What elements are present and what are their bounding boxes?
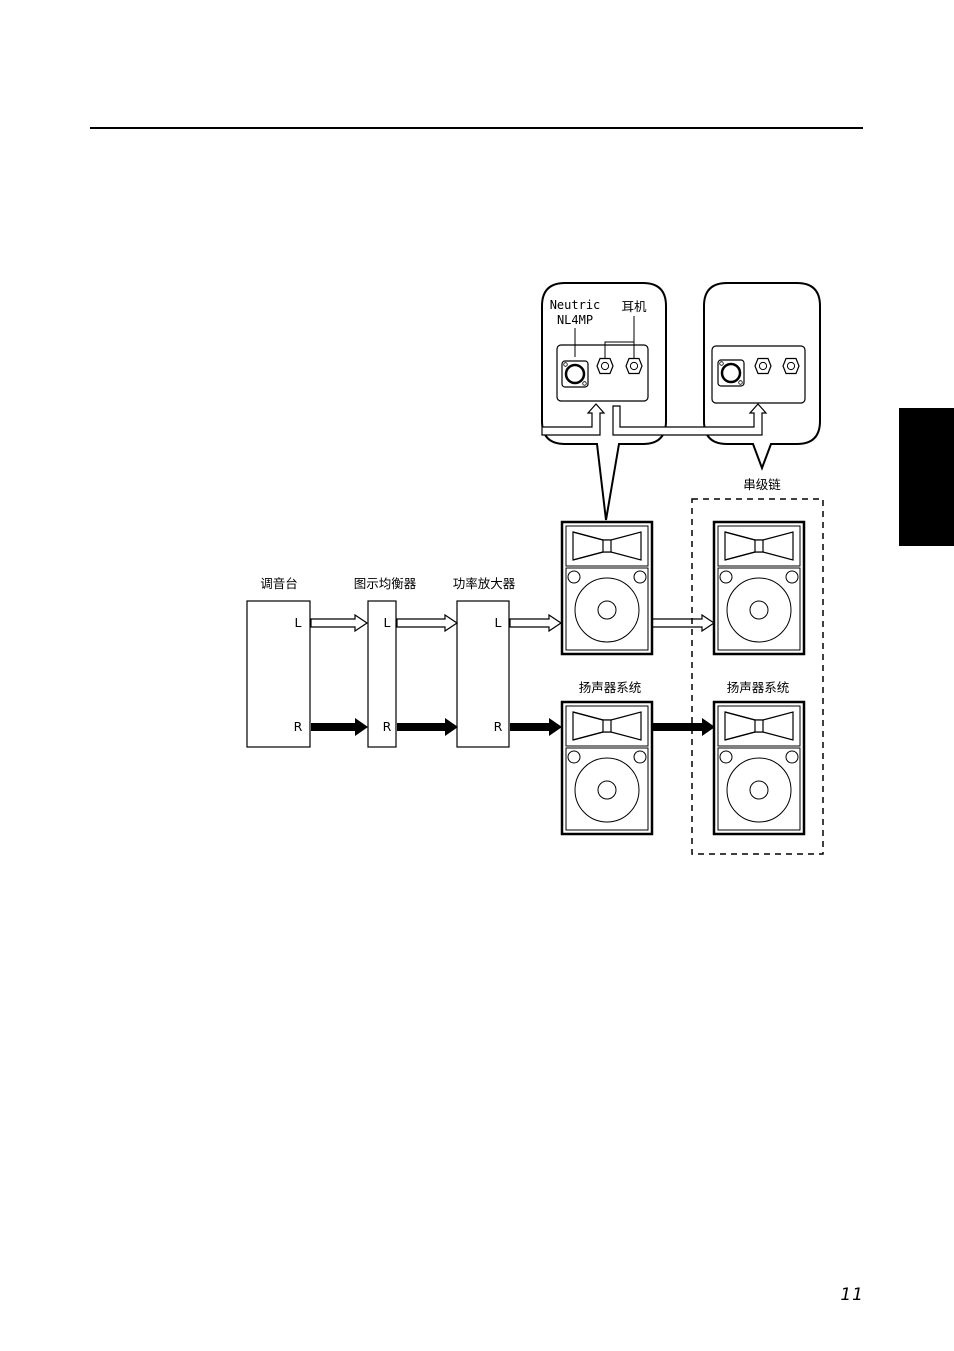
page-number: 11: [840, 1285, 864, 1305]
header-rule: [90, 127, 863, 129]
l-arrow-speaker-to-speaker: [651, 613, 716, 633]
r-arrow-speaker-to-speaker: [652, 718, 715, 736]
speaker-cabinet-right-top: [712, 520, 806, 656]
phone-jacks-bracket: [604, 341, 635, 358]
phone-jack-icon: [782, 357, 800, 375]
speakon-brand-label: Neutric: [550, 298, 601, 312]
speaker-cabinet-left-top: [560, 520, 654, 656]
daisy-chain-label: 串级链: [743, 477, 781, 492]
r-arrow-mixer-to-eq: [311, 718, 368, 736]
phone-jack-icon: [754, 357, 772, 375]
eq-l-label: L: [384, 615, 391, 630]
chapter-tab: [899, 408, 954, 546]
mixer-l-label: L: [295, 615, 302, 630]
graphic-eq-box: [367, 600, 397, 748]
r-arrow-eq-to-amp: [397, 718, 458, 736]
speakon-connector-icon: [560, 359, 590, 389]
amp-r-label: R: [494, 719, 503, 734]
graphic-eq-label: 图示均衡器: [354, 576, 417, 591]
speaker-system-label-left: 扬声器系统: [579, 680, 642, 695]
speaker-cabinet-left-bottom: [560, 700, 654, 836]
phone-jack-icon: [625, 357, 643, 375]
phone-jack-icon: [596, 357, 614, 375]
l-arrow-mixer-to-eq: [310, 613, 369, 633]
phone-jacks-label: 耳机: [621, 299, 647, 314]
speaker-cabinet-right-bottom: [712, 700, 806, 836]
l-arrow-amp-to-speaker: [509, 613, 563, 633]
link-through-arrow: [612, 403, 768, 436]
daisy-chain-box: [691, 498, 824, 855]
mixer-r-label: R: [294, 719, 303, 734]
mixer-box: [246, 600, 311, 748]
speaker-system-label-right: 扬声器系统: [727, 680, 790, 695]
power-amp-box: [456, 600, 510, 748]
eq-r-label: R: [383, 719, 392, 734]
amp-l-label: L: [495, 615, 502, 630]
r-arrow-amp-to-speaker: [510, 718, 562, 736]
power-amp-label: 功率放大器: [453, 576, 516, 591]
input-feed-arrow: [541, 403, 606, 436]
l-arrow-eq-to-amp: [396, 613, 459, 633]
speakon-model-label: NL4MP: [557, 313, 593, 327]
speakon-connector-icon: [716, 358, 746, 388]
mixer-label: 调音台: [260, 576, 298, 591]
